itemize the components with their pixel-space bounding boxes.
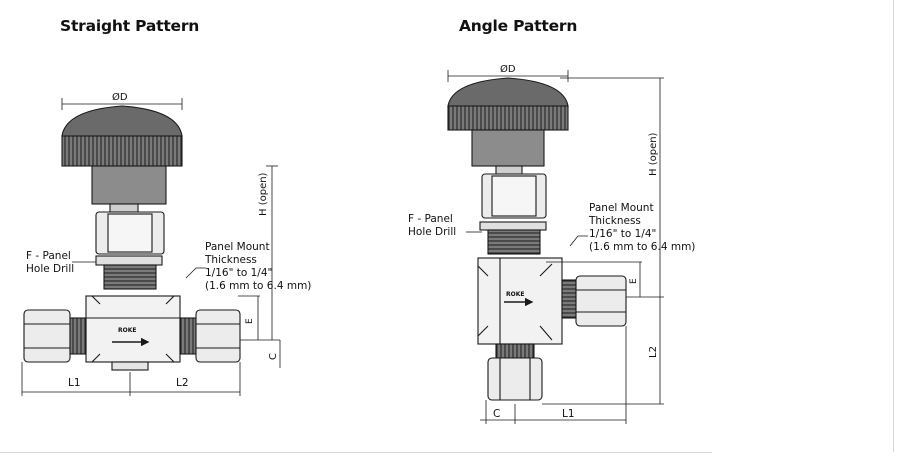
angle-bottom-nut — [487, 357, 543, 401]
angle-knob-cap — [447, 77, 569, 107]
straight-right-nut — [195, 309, 241, 363]
angle-knob-grip — [447, 105, 569, 131]
straight-knob-cap — [61, 105, 183, 137]
straight-panel-mount-line2: Thickness — [204, 254, 257, 266]
angle-dimensions — [447, 70, 664, 424]
angle-panel-mount-line3: 1/16" to 1/4" — [589, 228, 656, 240]
angle-e-label: E — [629, 278, 639, 284]
angle-panel-mount-line1: Panel Mount — [589, 202, 654, 214]
straight-f-label-line1: F - Panel — [26, 250, 71, 262]
angle-diameter-label: ØD — [500, 63, 516, 75]
straight-e-label: E — [245, 318, 255, 324]
straight-diameter-label: ØD — [112, 91, 128, 103]
straight-c-label: C — [268, 353, 279, 360]
straight-panel-mount-line4: (1.6 mm to 6.4 mm) — [205, 280, 311, 292]
angle-valve — [447, 77, 627, 401]
angle-pattern-title: Angle Pattern — [459, 17, 578, 35]
angle-panel-mount-line2: Thickness — [588, 215, 641, 227]
angle-thread — [487, 229, 541, 255]
straight-brand-mark: ROKE — [118, 327, 136, 334]
angle-l2-label: L2 — [648, 346, 659, 358]
angle-right-nut — [575, 275, 627, 327]
straight-panel-nut — [95, 255, 163, 266]
straight-thread — [103, 264, 157, 290]
angle-panel-nut — [479, 221, 547, 231]
angle-f-label-line1: F - Panel — [408, 213, 453, 225]
angle-brand-mark: ROKE — [506, 291, 524, 298]
straight-l2-label: L2 — [176, 377, 189, 389]
straight-left-nut — [23, 309, 71, 363]
angle-height-label: H (open) — [648, 132, 659, 176]
angle-c-label: C — [493, 408, 500, 420]
straight-f-label-line2: Hole Drill — [26, 263, 74, 275]
straight-l1-label: L1 — [68, 377, 81, 389]
angle-body — [477, 257, 563, 345]
angle-stem-shroud — [471, 129, 545, 167]
sheet-edge-right — [893, 0, 894, 452]
straight-pattern-title: Straight Pattern — [60, 17, 200, 35]
straight-knob-grip — [61, 135, 183, 167]
angle-f-label-line2: Hole Drill — [408, 226, 456, 238]
sheet-edge-bottom — [0, 452, 712, 453]
straight-panel-mount-line1: Panel Mount — [205, 241, 270, 253]
straight-body — [85, 295, 181, 363]
straight-panel-mount-line3: 1/16" to 1/4" — [205, 267, 272, 279]
straight-dimensions — [21, 98, 281, 396]
straight-valve — [23, 105, 241, 371]
angle-panel-mount-line4: (1.6 mm to 6.4 mm) — [589, 241, 695, 253]
angle-l1-label: L1 — [562, 408, 575, 420]
straight-height-label: H (open) — [258, 172, 269, 216]
straight-stem-shroud — [91, 165, 167, 205]
